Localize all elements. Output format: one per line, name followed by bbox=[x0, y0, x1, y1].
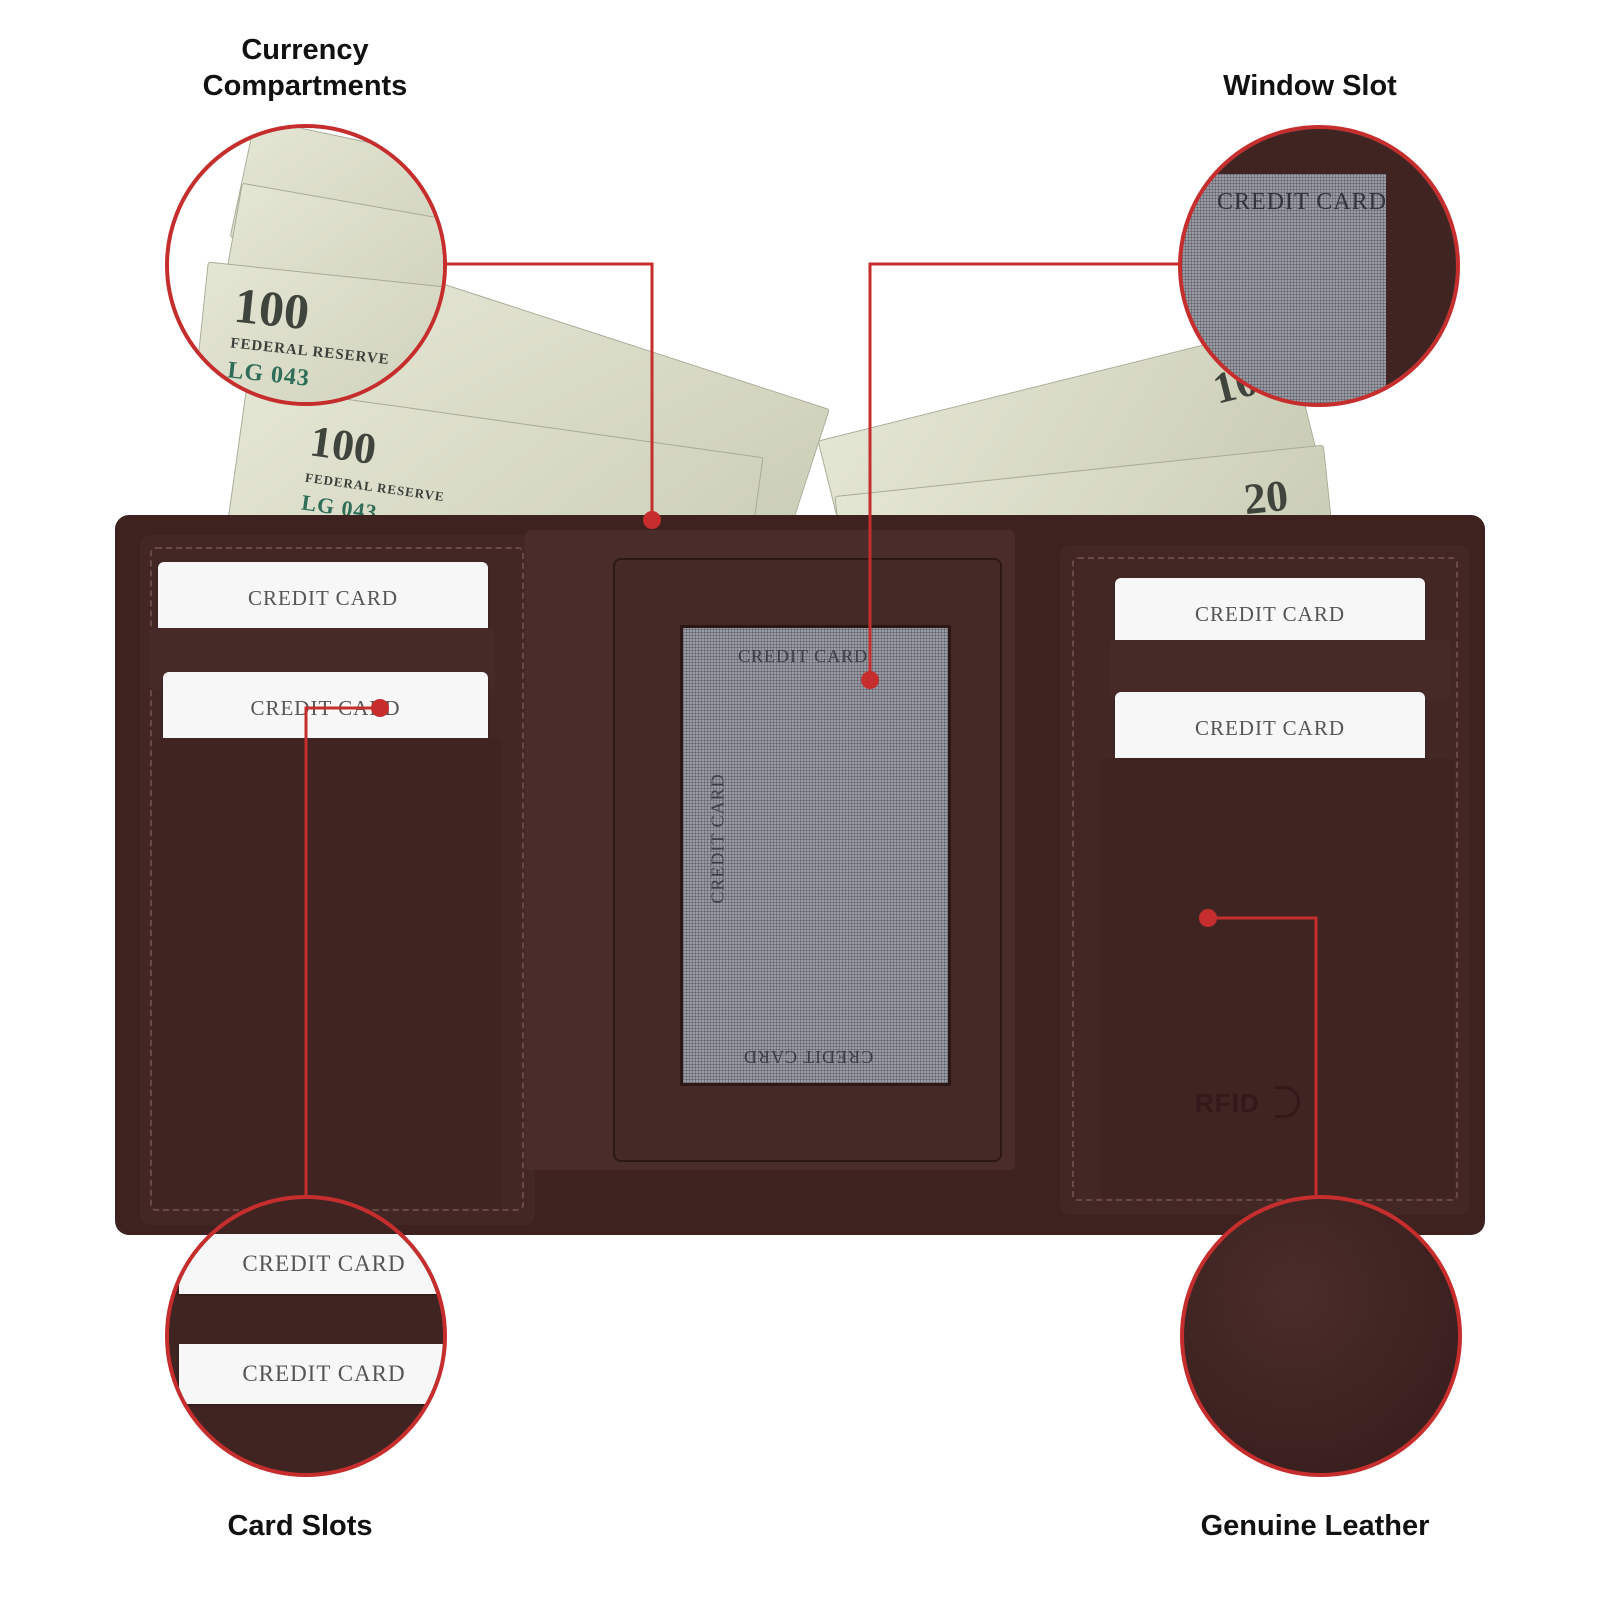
zoom-card-top: CREDIT CARD bbox=[179, 1234, 443, 1294]
zoom-currency: 100 FEDERAL RESERVE LG 043 bbox=[165, 124, 447, 406]
dot-leather bbox=[1199, 909, 1217, 927]
zoom-window: CREDIT CARD bbox=[1178, 125, 1460, 407]
zoom-bill-front: 100 FEDERAL RESERVE LG 043 bbox=[191, 261, 443, 402]
zoom-card-bottom: CREDIT CARD bbox=[179, 1344, 443, 1404]
label-genuine-leather: Genuine Leather bbox=[1200, 1510, 1430, 1542]
leader-leather bbox=[1208, 916, 1318, 1195]
right-stitch bbox=[1072, 557, 1458, 1201]
dot-currency bbox=[643, 511, 661, 529]
label-window-slot: Window Slot bbox=[1223, 70, 1397, 102]
zoom-card-slots: CREDIT CARD CREDIT CARD bbox=[165, 1195, 447, 1477]
slot-left-bottom bbox=[152, 738, 502, 1208]
slot-right-top bbox=[1110, 640, 1450, 700]
zoom-window-frame-top bbox=[1182, 129, 1456, 174]
leader-cards bbox=[304, 706, 380, 1195]
zoom-bill-denomination: 100 bbox=[231, 276, 312, 341]
card-right-bottom: CREDIT CARD bbox=[1115, 692, 1425, 764]
label-card-slots: Card Slots bbox=[227, 1510, 373, 1542]
window-card-text-top: CREDIT CARD bbox=[738, 646, 869, 666]
slot-right-bottom: RFID bbox=[1100, 758, 1455, 1198]
dot-window bbox=[861, 671, 879, 689]
id-window: CREDIT CARD CREDIT CARD CREDIT CARD bbox=[680, 625, 951, 1086]
label-currency-compartments: Currency Compartments bbox=[202, 34, 408, 102]
card-left-top: CREDIT CARD bbox=[158, 562, 488, 634]
rfid-emboss: RFID bbox=[1195, 1088, 1260, 1118]
zoom-window-frame bbox=[1386, 129, 1456, 403]
rfid-wave-icon bbox=[1275, 1086, 1300, 1118]
dot-cards bbox=[371, 699, 389, 717]
leader-window bbox=[868, 262, 1180, 680]
zoom-leather bbox=[1180, 1195, 1462, 1477]
zoom-bill-serial: LG 043 bbox=[226, 357, 312, 392]
card-right-top: CREDIT CARD bbox=[1115, 578, 1425, 650]
leader-currency bbox=[440, 262, 654, 520]
zoom-window-card-text: CREDIT CARD bbox=[1217, 189, 1387, 215]
